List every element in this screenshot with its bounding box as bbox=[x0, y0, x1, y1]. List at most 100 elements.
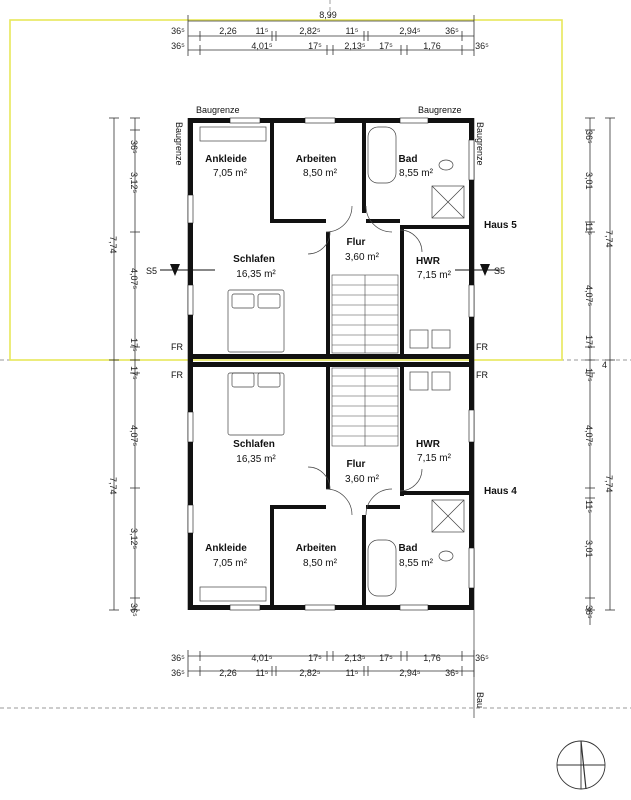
dim-label: 17⁵ bbox=[379, 41, 393, 51]
room-name: Flur bbox=[347, 459, 366, 470]
dim-label: 3,01 bbox=[584, 172, 594, 190]
dim-label: 3,01 bbox=[584, 540, 594, 558]
dim-label: 7,74 bbox=[604, 230, 614, 248]
dim-label: 2,26 bbox=[219, 26, 237, 36]
dim-label: 2,13⁵ bbox=[344, 41, 366, 51]
dim-label: 2,26 bbox=[219, 668, 237, 678]
dim-label: 36⁵ bbox=[129, 140, 139, 154]
dim-label: 7,74 bbox=[604, 475, 614, 493]
room-name: HWR bbox=[416, 439, 441, 450]
room-area: 7,15 m² bbox=[417, 453, 452, 464]
dim-label: 4 bbox=[602, 360, 607, 370]
room-name: Bad bbox=[399, 543, 418, 554]
room-name: Bad bbox=[399, 154, 418, 165]
room-name: Schlafen bbox=[233, 254, 275, 265]
stair-upper bbox=[331, 274, 399, 354]
svg-text:S5: S5 bbox=[146, 266, 157, 276]
north-arrow-icon bbox=[556, 740, 606, 790]
room-name: HWR bbox=[416, 256, 441, 267]
dim-label: 4,01⁵ bbox=[251, 41, 273, 51]
room-area: 7,05 m² bbox=[213, 168, 248, 179]
room-area: 8,55 m² bbox=[399, 558, 434, 569]
room-area: 3,60 m² bbox=[345, 252, 380, 263]
dim-label: 11⁵ bbox=[584, 222, 594, 235]
dim-label: 4,07⁵ bbox=[129, 425, 139, 447]
dim-label: 36⁵ bbox=[584, 605, 594, 619]
fr-label: FR bbox=[171, 370, 183, 380]
room-area: 8,55 m² bbox=[399, 168, 434, 179]
house-label-haus4: Haus 4 bbox=[484, 486, 517, 497]
fr-label: FR bbox=[171, 342, 183, 352]
dim-label: 4,01⁵ bbox=[251, 653, 273, 663]
dim-label: 36⁵ bbox=[475, 41, 489, 51]
wall-structure bbox=[187, 117, 475, 611]
dim-label: 36⁵ bbox=[171, 653, 185, 663]
fixtures-lower bbox=[199, 371, 465, 602]
dim-label: 4,07⁵ bbox=[584, 285, 594, 307]
baugrenze-label-left: Baugrenze bbox=[174, 122, 184, 166]
section-marker-right: S5 bbox=[455, 264, 505, 276]
dim-label: 17⁵ bbox=[584, 368, 594, 382]
dim-label: 11⁵ bbox=[345, 668, 358, 678]
baugrenze-label-right: Baugrenze bbox=[475, 122, 485, 166]
room-area: 16,35 m² bbox=[236, 454, 276, 465]
bottom-dimension-chain: 36⁵ 4,01⁵ 17⁵ 2,13⁵ 17⁵ 1,76 36⁵ 36⁵ 2,2… bbox=[171, 650, 489, 678]
room-area: 7,05 m² bbox=[213, 558, 248, 569]
dim-label: 17⁵ bbox=[379, 653, 393, 663]
stair-lower bbox=[331, 367, 399, 447]
top-dimension-chain: 8,99 36⁵ 2,26 11⁵ 2,82⁵ 11⁵ 2,94⁵ 36⁵ 36… bbox=[171, 10, 489, 56]
dim-label: 36⁵ bbox=[129, 603, 139, 617]
building-limit-lines bbox=[187, 118, 475, 718]
dim-label: 2,94⁵ bbox=[399, 668, 421, 678]
room-area: 7,15 m² bbox=[417, 270, 452, 281]
dim-label: 7,74 bbox=[108, 236, 118, 254]
room-name: Ankleide bbox=[205, 543, 247, 554]
dim-label: 4,07⁵ bbox=[129, 268, 139, 290]
baugrenze-label-top-left: Baugrenze bbox=[196, 105, 240, 115]
room-name: Arbeiten bbox=[296, 154, 337, 165]
overall-width-dim: 8,99 bbox=[319, 10, 337, 20]
dim-label: 2,82⁵ bbox=[299, 668, 321, 678]
dim-label: 1,76 bbox=[423, 653, 441, 663]
room-name: Flur bbox=[347, 237, 366, 248]
dim-label: 36⁵ bbox=[445, 668, 459, 678]
room-area: 3,60 m² bbox=[345, 474, 380, 485]
room-area: 8,50 m² bbox=[303, 558, 338, 569]
dim-label: 11⁵ bbox=[255, 26, 268, 36]
left-dimension-chain: 36⁵ 3,12⁵ 7,74 4,07⁵ 17⁵ 17⁵ 4,07⁵ 7,74 … bbox=[108, 117, 140, 617]
room-name: Arbeiten bbox=[296, 543, 337, 554]
dim-label: 17⁵ bbox=[308, 41, 322, 51]
dim-label: 3,12⁵ bbox=[129, 528, 139, 550]
haus5-plot-highlight bbox=[9, 19, 563, 361]
room-name: Schlafen bbox=[233, 439, 275, 450]
dim-label: 36⁵ bbox=[171, 41, 185, 51]
door-swings bbox=[307, 205, 423, 516]
dim-label: 17⁵ bbox=[129, 338, 139, 352]
dim-label: 7,74 bbox=[108, 477, 118, 495]
dim-label: 17⁵ bbox=[129, 366, 139, 380]
room-area: 8,50 m² bbox=[303, 168, 338, 179]
dim-label: 4,07⁵ bbox=[584, 425, 594, 447]
dim-label: 36⁵ bbox=[584, 130, 594, 144]
room-name: Ankleide bbox=[205, 154, 247, 165]
dim-label: 2,94⁵ bbox=[399, 26, 421, 36]
house-label-haus5: Haus 5 bbox=[484, 220, 517, 231]
dim-label: 1,76 bbox=[423, 41, 441, 51]
dim-label: 11⁵ bbox=[345, 26, 358, 36]
dim-label: 36⁵ bbox=[171, 26, 185, 36]
room-area: 16,35 m² bbox=[236, 269, 276, 280]
fixtures-upper bbox=[199, 126, 465, 353]
dim-label: 2,82⁵ bbox=[299, 26, 321, 36]
dim-label: 2,13⁵ bbox=[344, 653, 366, 663]
dim-label: 11⁵ bbox=[255, 668, 268, 678]
dim-label: 36⁵ bbox=[475, 653, 489, 663]
baugrenze-label-bottom: Bau bbox=[475, 692, 485, 708]
section-marker-left: S5 bbox=[146, 264, 215, 276]
dim-label: 17⁵ bbox=[584, 335, 594, 349]
svg-text:S5: S5 bbox=[494, 266, 505, 276]
dim-label: 11⁵ bbox=[584, 500, 594, 513]
fr-label: FR bbox=[476, 370, 488, 380]
fr-label: FR bbox=[476, 342, 488, 352]
dim-label: 36⁵ bbox=[445, 26, 459, 36]
